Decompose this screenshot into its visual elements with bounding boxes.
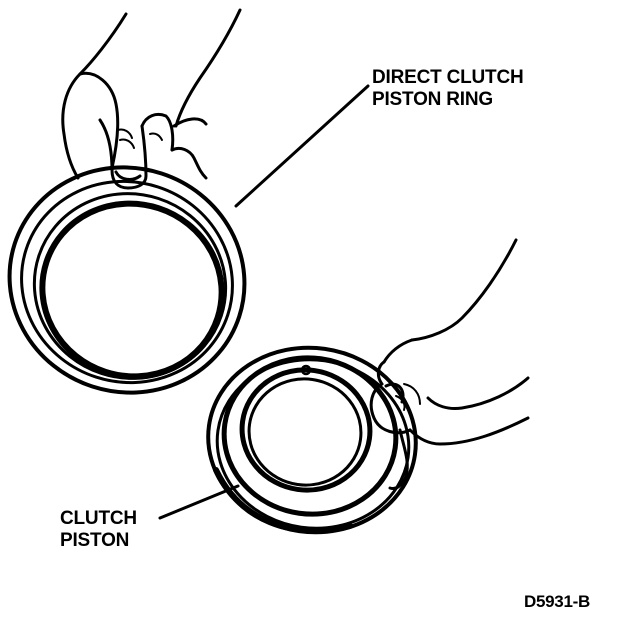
piston-label-line-1: CLUTCH — [60, 508, 137, 529]
piston-label-line-2: PISTON — [60, 530, 130, 551]
clutch-piston-label: CLUTCH PISTON — [60, 508, 137, 552]
clutch-piston — [206, 345, 418, 535]
direct-clutch-piston-ring — [7, 165, 247, 395]
ring-label-line-1: DIRECT CLUTCH — [372, 67, 524, 88]
lower-hand — [369, 238, 530, 490]
figure-id: D5931-B — [524, 592, 590, 611]
upper-hand — [61, 8, 242, 190]
ring-label-line-2: PISTON RING — [372, 89, 493, 110]
direct-clutch-piston-ring-label: DIRECT CLUTCH PISTON RING — [372, 67, 524, 111]
piston-leader-line — [158, 484, 240, 520]
ring-leader-line — [234, 84, 370, 208]
